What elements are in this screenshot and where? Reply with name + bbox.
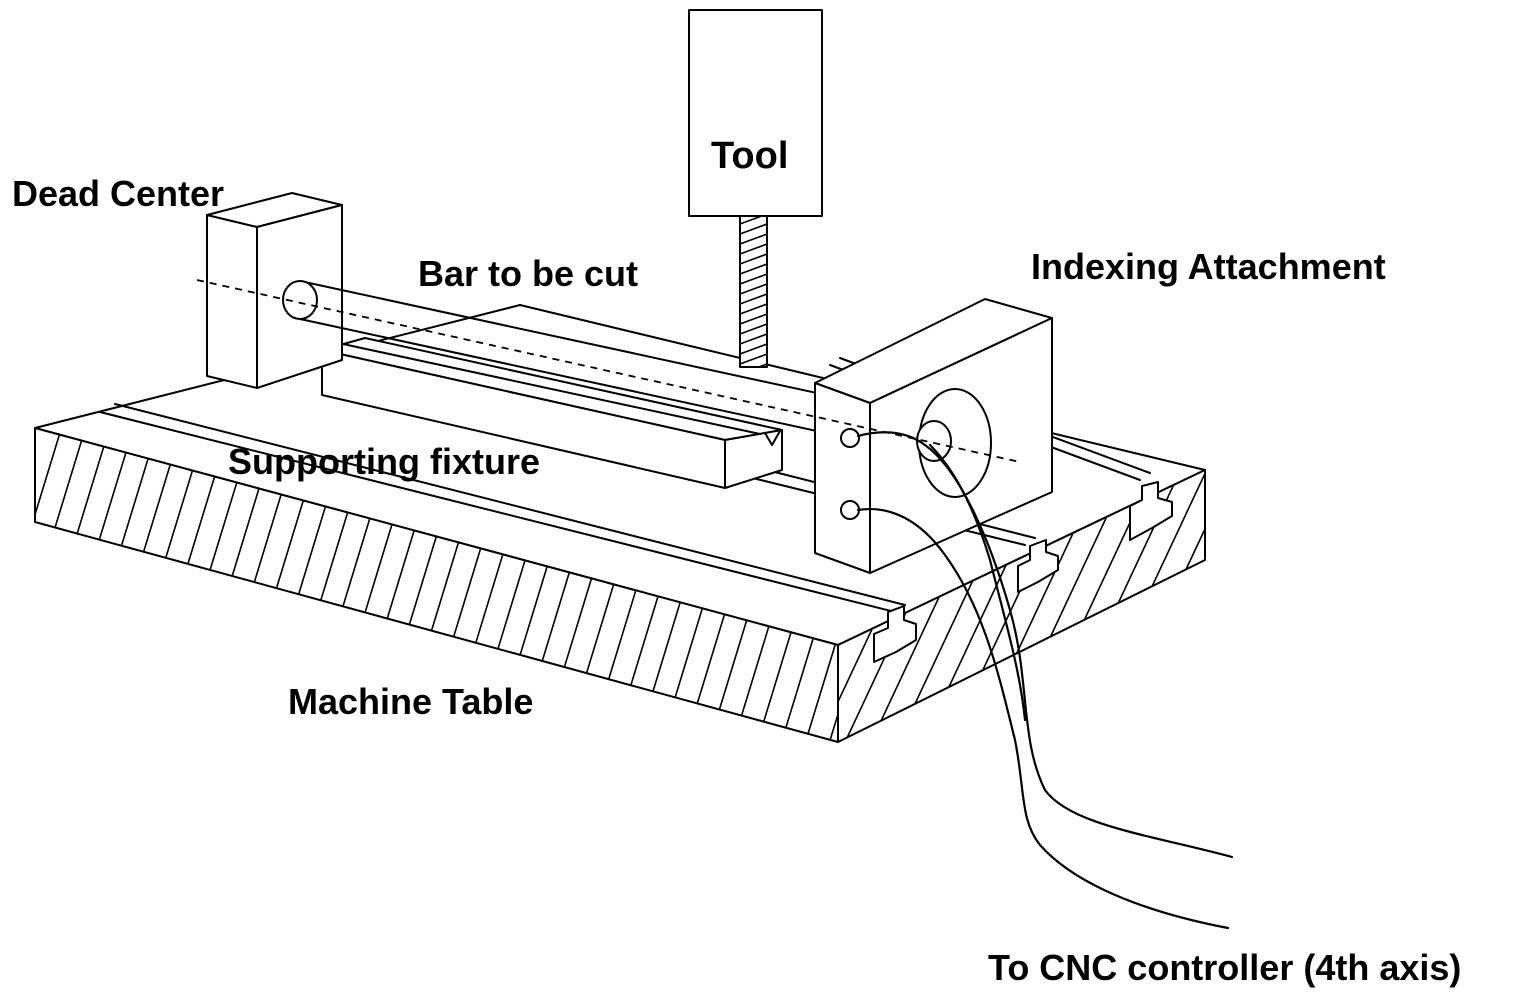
hatch-line (1195, 470, 1205, 742)
label-dead-center: Dead Center (12, 173, 225, 214)
hatch-line (799, 428, 838, 742)
t-slot-line (114, 403, 906, 606)
fixture-v-groove (342, 343, 781, 446)
label-supporting-fixture: Supporting fixture (228, 441, 540, 482)
hatch-line (35, 428, 71, 742)
label-indexing-attachment: Indexing Attachment (1031, 246, 1386, 287)
flute-line (756, 363, 767, 367)
flute-line (740, 243, 767, 255)
supporting-fixture (321, 337, 783, 489)
flute-line (740, 323, 767, 335)
cable (856, 508, 1230, 930)
flute-line (740, 216, 764, 225)
connector-port (840, 500, 860, 520)
flute-line (740, 253, 767, 265)
flute-line (740, 223, 767, 235)
connector-port (840, 428, 860, 448)
t-slot-profile (873, 605, 917, 663)
label-cnc-controller: To CNC controller (4th axis) (988, 947, 1462, 988)
flute-line (740, 303, 767, 315)
label-tool: Tool (711, 135, 789, 177)
flute-line (740, 313, 767, 325)
cable (856, 431, 1234, 859)
flute-line (740, 353, 767, 365)
tool-holder (688, 9, 823, 217)
flute-line (740, 343, 767, 355)
flute-line (740, 233, 767, 245)
t-slot-line (99, 411, 896, 613)
indexing-front (814, 382, 871, 574)
t-slot-profile (1129, 481, 1173, 541)
flute-line (740, 333, 767, 345)
t-slot-profile (1017, 539, 1059, 593)
fixture-end (724, 429, 783, 489)
hatch-line (1248, 450, 1398, 770)
dead-center-block (206, 192, 343, 389)
tool (688, 9, 823, 368)
cable (928, 443, 1027, 722)
flute-line (740, 263, 767, 275)
dead-center-front (206, 214, 258, 389)
label-machine-table: Machine Table (288, 681, 534, 722)
flute-line (740, 293, 767, 305)
hatch-line (1222, 450, 1372, 770)
bar-end-circle (282, 280, 318, 320)
flute-line (740, 283, 767, 295)
indexing-attachment (814, 298, 1053, 574)
label-bar-to-be-cut: Bar to be cut (418, 253, 639, 294)
tool-flutes (740, 216, 767, 367)
flute-line (740, 273, 767, 285)
controller-cables (856, 431, 1234, 930)
